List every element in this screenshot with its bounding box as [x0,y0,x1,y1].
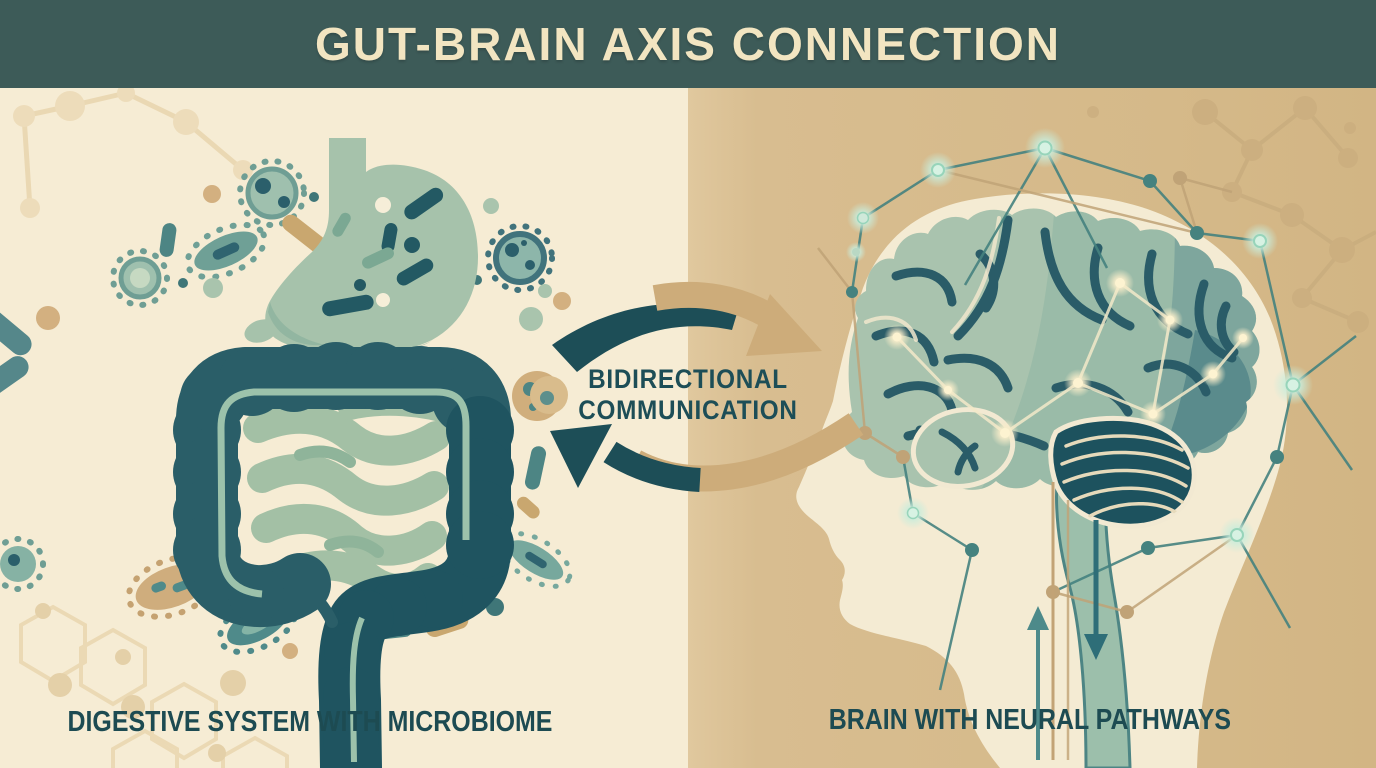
left-panel [0,88,688,768]
center-label-line1: BIDIRECTIONAL [588,364,788,394]
right-panel [688,88,1376,768]
left-caption-text: DIGESTIVE SYSTEM WITH MICROBIOME [67,706,553,738]
right-caption: BRAIN WITH NEURAL PATHWAYS [728,704,1332,737]
center-label-line2: COMMUNICATION [578,394,798,425]
left-caption: DIGESTIVE SYSTEM WITH MICROBIOME [0,706,620,739]
bidirectional-communication-label: BIDIRECTIONAL COMMUNICATION [488,364,888,425]
page-title: GUT-BRAIN AXIS CONNECTION [315,18,1061,70]
header-bar: GUT-BRAIN AXIS CONNECTION [0,0,1376,88]
right-caption-text: BRAIN WITH NEURAL PATHWAYS [828,704,1232,736]
